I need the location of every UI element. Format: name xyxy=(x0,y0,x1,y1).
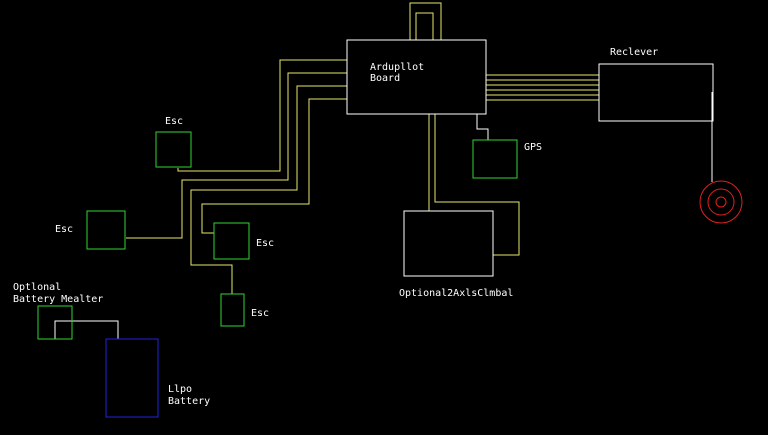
battery-label-line1: Llpo xyxy=(168,384,192,395)
gps-label: GPS xyxy=(524,142,542,153)
board-label-line2: Board xyxy=(370,73,400,84)
gimbal: Optional2AxlsClmbal xyxy=(399,210,513,299)
esc-2-label: Esc xyxy=(55,224,73,235)
esc-4: Esc xyxy=(220,293,269,327)
esc-3-label: Esc xyxy=(256,238,274,249)
gps-module: GPS xyxy=(472,139,542,179)
arduplot-board: Ardupllot Board xyxy=(346,39,487,115)
receiver: Reclever xyxy=(598,47,714,122)
battery-label-line2: Battery xyxy=(168,396,210,407)
gimbal-label: Optional2AxlsClmbal xyxy=(399,288,513,299)
battery-wire xyxy=(54,320,119,339)
esc-4-label: Esc xyxy=(251,308,269,319)
lipo-battery: Llpo Battery xyxy=(105,338,210,418)
antenna-icon xyxy=(699,180,743,224)
receiver-bus xyxy=(486,74,599,101)
esc-1-label: Esc xyxy=(165,116,183,127)
esc-3: Esc xyxy=(213,222,274,260)
heater-label-line2: Battery Mealter xyxy=(13,294,103,305)
esc-2: Esc xyxy=(55,210,126,250)
gimbal-wires xyxy=(428,114,520,256)
board-top-loop xyxy=(409,2,442,40)
battery-heater: Optlonal Battery Mealter xyxy=(13,282,103,340)
board-label-line1: Ardupllot xyxy=(370,62,424,73)
heater-label-line1: Optlonal xyxy=(13,282,61,293)
receiver-label: Reclever xyxy=(610,47,658,58)
esc-1: Esc xyxy=(155,116,192,168)
gps-wire xyxy=(476,114,489,140)
esc-wires xyxy=(126,59,347,294)
